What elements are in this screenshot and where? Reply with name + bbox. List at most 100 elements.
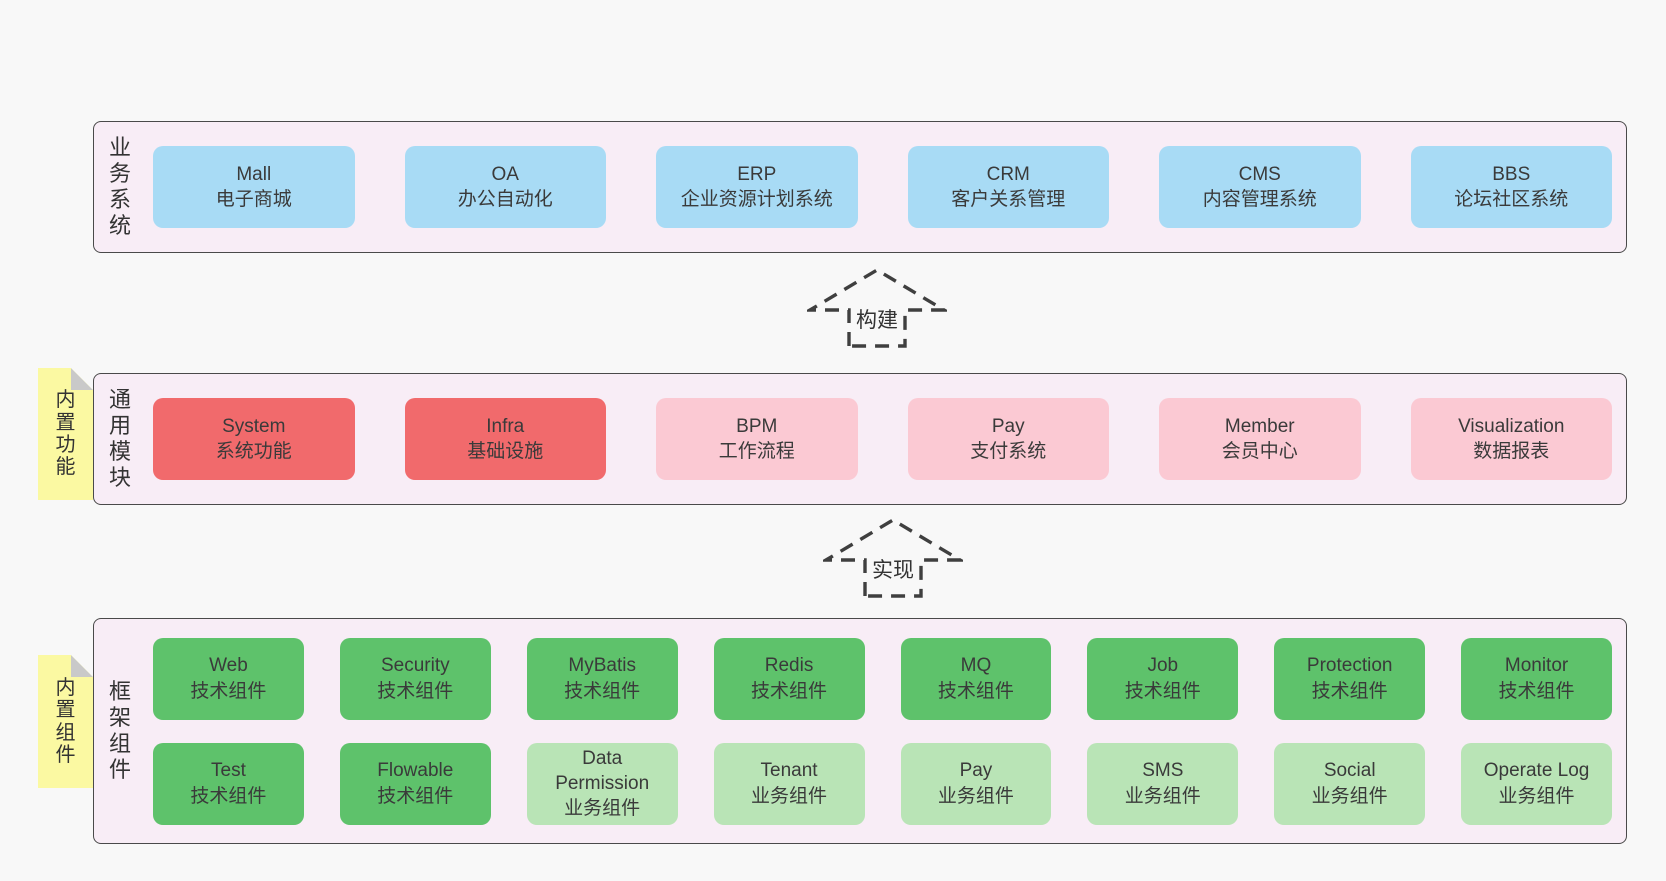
component-title: Job	[1147, 655, 1179, 677]
sticky-note-builtin-features: 内置功能	[38, 368, 93, 500]
sticky-note-label: 内置组件	[55, 676, 76, 766]
component-box: Visualization 数据报表	[1410, 398, 1612, 480]
component-box: Infra 基础设施	[404, 398, 606, 480]
folded-corner-icon	[71, 655, 93, 677]
component-subtitle: 论坛社区系统	[1454, 189, 1569, 210]
component-box: MQ 技术组件	[900, 637, 1052, 720]
component-box: CRM 客户关系管理	[907, 146, 1109, 228]
component-box: Member 会员中心	[1159, 398, 1361, 480]
component-title: CRM	[986, 163, 1030, 185]
component-subtitle: 技术组件	[1311, 680, 1388, 702]
component-box: OA 办公自动化	[404, 146, 606, 228]
component-title: Flowable	[377, 760, 454, 782]
component-box: BBS 论坛社区系统	[1410, 146, 1612, 228]
component-subtitle: 业务组件	[937, 785, 1014, 807]
component-subtitle: 技术组件	[937, 680, 1014, 702]
component-title: OA	[491, 163, 519, 185]
band-common-modules: 通用模块 System 系统功能 Infra 基础设施 BPM 工作流程 Pay…	[93, 373, 1627, 505]
component-title: MyBatis	[568, 655, 636, 677]
arrow-up-implement: 实现	[823, 517, 963, 599]
band-content: System 系统功能 Infra 基础设施 BPM 工作流程 Pay 支付系统…	[135, 398, 1626, 480]
band-label: 框架组件	[108, 679, 131, 782]
component-subtitle: 内容管理系统	[1202, 189, 1317, 210]
sticky-note-label: 内置功能	[55, 389, 76, 479]
band-label: 通用模块	[108, 387, 131, 490]
component-subtitle: 业务组件	[751, 785, 828, 807]
component-subtitle: 业务组件	[1498, 785, 1575, 807]
component-title: SMS	[1142, 760, 1184, 782]
band-business-systems: 业务系统 Mall 电子商城 OA 办公自动化 ERP 企业资源计划系统 CRM…	[93, 121, 1627, 253]
component-title: Infra	[486, 415, 525, 437]
component-title: BPM	[736, 415, 778, 437]
component-title: Pay	[991, 415, 1025, 437]
component-subtitle: 技术组件	[190, 680, 267, 702]
component-title: Monitor	[1504, 655, 1569, 677]
component-subtitle: 办公自动化	[457, 189, 553, 210]
component-row: Test 技术组件 Flowable 技术组件 Data Permission …	[153, 742, 1612, 825]
component-subtitle: 企业资源计划系统	[680, 189, 833, 210]
component-row: System 系统功能 Infra 基础设施 BPM 工作流程 Pay 支付系统…	[153, 398, 1612, 480]
component-box: ERP 企业资源计划系统	[656, 146, 858, 228]
component-title: BBS	[1492, 163, 1531, 185]
component-subtitle: 系统功能	[215, 441, 292, 462]
arrow-label: 实现	[869, 554, 917, 584]
component-box: Protection 技术组件	[1274, 637, 1426, 720]
band-content: Web 技术组件 Security 技术组件 MyBatis 技术组件 Redi…	[135, 637, 1626, 825]
component-row: Mall 电子商城 OA 办公自动化 ERP 企业资源计划系统 CRM 客户关系…	[153, 146, 1612, 228]
component-title: Data Permission	[555, 747, 650, 794]
component-title: Member	[1224, 415, 1295, 437]
component-row: Web 技术组件 Security 技术组件 MyBatis 技术组件 Redi…	[153, 637, 1612, 720]
arrow-label: 构建	[853, 304, 901, 334]
component-box: Security 技术组件	[339, 637, 491, 720]
component-box: Monitor 技术组件	[1461, 637, 1612, 720]
component-subtitle: 技术组件	[190, 785, 267, 807]
folded-corner-icon	[71, 368, 93, 390]
component-box: MyBatis 技术组件	[526, 637, 678, 720]
component-subtitle: 客户关系管理	[951, 189, 1066, 210]
component-subtitle: 技术组件	[1498, 680, 1575, 702]
component-subtitle: 会员中心	[1221, 441, 1298, 462]
component-title: System	[222, 415, 286, 437]
component-box: Social 业务组件	[1274, 742, 1426, 825]
band-content: Mall 电子商城 OA 办公自动化 ERP 企业资源计划系统 CRM 客户关系…	[135, 146, 1626, 228]
component-title: MQ	[960, 655, 992, 677]
component-title: Protection	[1306, 655, 1393, 677]
component-box: SMS 业务组件	[1087, 742, 1239, 825]
component-box: Tenant 业务组件	[713, 742, 865, 825]
component-box: Test 技术组件	[153, 742, 304, 825]
component-box: Flowable 技术组件	[339, 742, 491, 825]
component-box: Data Permission 业务组件	[526, 742, 678, 825]
component-title: Social	[1323, 760, 1376, 782]
arrow-up-build: 构建	[807, 267, 947, 349]
component-subtitle: 基础设施	[467, 441, 544, 462]
component-box: Mall 电子商城	[153, 146, 355, 228]
band-label: 业务系统	[108, 135, 131, 238]
component-title: Pay	[959, 760, 993, 782]
component-title: Web	[209, 655, 248, 677]
component-title: Security	[380, 655, 450, 677]
band-framework-components: 框架组件 Web 技术组件 Security 技术组件 MyBatis 技术组件…	[93, 618, 1627, 844]
component-box: Pay 业务组件	[900, 742, 1052, 825]
component-title: Mall	[236, 163, 272, 185]
component-box: Job 技术组件	[1087, 637, 1239, 720]
component-subtitle: 技术组件	[377, 785, 454, 807]
component-title: Operate Log	[1483, 760, 1590, 782]
component-title: Tenant	[760, 760, 818, 782]
component-title: ERP	[737, 163, 777, 185]
component-subtitle: 技术组件	[751, 680, 828, 702]
component-box: CMS 内容管理系统	[1159, 146, 1361, 228]
component-subtitle: 支付系统	[970, 441, 1047, 462]
component-box: Pay 支付系统	[907, 398, 1109, 480]
component-title: Visualization	[1458, 415, 1565, 437]
sticky-note-builtin-components: 内置组件	[38, 655, 93, 788]
component-title: CMS	[1238, 163, 1281, 185]
component-subtitle: 技术组件	[1124, 680, 1201, 702]
component-box: Web 技术组件	[153, 637, 304, 720]
component-subtitle: 业务组件	[564, 798, 641, 820]
component-subtitle: 技术组件	[377, 680, 454, 702]
component-title: Test	[211, 760, 246, 782]
component-box: BPM 工作流程	[656, 398, 858, 480]
component-box: Redis 技术组件	[713, 637, 865, 720]
component-subtitle: 电子商城	[215, 189, 292, 210]
